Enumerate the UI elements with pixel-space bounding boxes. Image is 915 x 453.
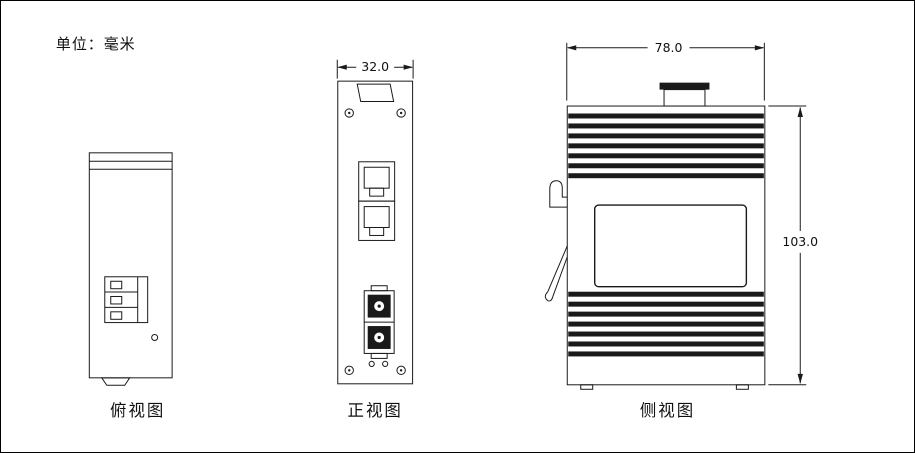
cooling-fin — [568, 291, 764, 297]
front-width-value: 32.0 — [361, 59, 389, 74]
terminal-slot — [110, 311, 123, 320]
side-width-value: 78.0 — [655, 40, 683, 55]
arrowhead — [797, 373, 803, 384]
cooling-fin — [568, 143, 764, 149]
front-view-outline — [337, 80, 414, 385]
ground-screw-hole — [151, 334, 159, 341]
side-height-dimension — [768, 105, 807, 386]
mount-foot — [100, 377, 131, 386]
front-width-dimension — [336, 59, 414, 79]
top-view-outline — [88, 152, 173, 379]
arrowhead — [403, 64, 414, 70]
fiber-connector-tab — [370, 285, 388, 292]
cooling-fins-bottom — [568, 291, 764, 357]
mount-tab-cap — [659, 82, 710, 90]
din-clip-foot — [544, 291, 554, 302]
cooling-fin — [568, 301, 764, 307]
arrowhead — [566, 45, 577, 51]
cooling-fin — [568, 153, 764, 159]
cooling-fins-top — [568, 113, 764, 179]
front-view — [336, 59, 414, 385]
terminal-block-outline — [104, 276, 149, 324]
top-view — [88, 152, 173, 386]
mount-tab — [663, 89, 706, 107]
cooling-fin — [568, 331, 764, 337]
mount-foot — [735, 384, 749, 390]
cooling-fin — [568, 351, 764, 357]
fiber-core — [377, 304, 381, 308]
rj45-opening — [363, 206, 390, 228]
screw-center — [399, 369, 403, 372]
rj45-outline — [358, 200, 396, 241]
arrowhead — [754, 45, 765, 51]
screw-hole — [344, 108, 354, 118]
rj45-port-bottom — [358, 200, 396, 241]
mount-foot — [580, 384, 594, 390]
terminal-slot — [110, 280, 123, 290]
top-view-label: 俯视图 — [110, 401, 165, 420]
top-connector-shape — [356, 83, 395, 103]
terminal-slot — [110, 295, 123, 305]
cooling-fin — [568, 163, 764, 169]
fiber-connector-tab — [370, 352, 388, 359]
screw-center — [399, 111, 403, 115]
arrowhead — [797, 107, 803, 117]
unit-label: 单位：毫米 — [56, 35, 136, 53]
arrowhead — [337, 64, 347, 70]
cooling-fin — [568, 113, 764, 119]
rj45-opening — [363, 166, 390, 189]
side-height-value: 103.0 — [782, 234, 818, 249]
screw-hole — [396, 108, 406, 118]
led-indicator — [368, 360, 375, 367]
din-clip-hook — [549, 180, 568, 208]
rj45-latch-slot — [369, 226, 385, 236]
rj45-latch-slot — [369, 187, 385, 197]
din-clip-spring — [547, 245, 568, 292]
rj45-port-top — [358, 161, 396, 202]
cooling-fin — [568, 341, 764, 347]
fiber-core — [377, 335, 381, 340]
cooling-fin — [568, 173, 764, 179]
cooling-fin — [568, 321, 764, 327]
side-width-dimension — [566, 42, 765, 101]
led-indicator — [382, 360, 389, 367]
front-view-label: 正视图 — [348, 401, 403, 420]
screw-center — [348, 369, 351, 372]
fiber-connector — [363, 285, 395, 359]
din-clip-spring — [552, 256, 568, 297]
cooling-fin — [568, 133, 764, 139]
screw-hole — [344, 365, 354, 376]
label-plate — [594, 204, 748, 288]
cooling-fin — [568, 311, 764, 317]
screw-center — [348, 111, 351, 115]
side-view-label: 侧视图 — [640, 401, 695, 420]
screw-hole — [396, 365, 406, 376]
cooling-fin — [568, 123, 764, 129]
side-view — [544, 42, 807, 390]
power-terminal-block — [104, 276, 149, 324]
